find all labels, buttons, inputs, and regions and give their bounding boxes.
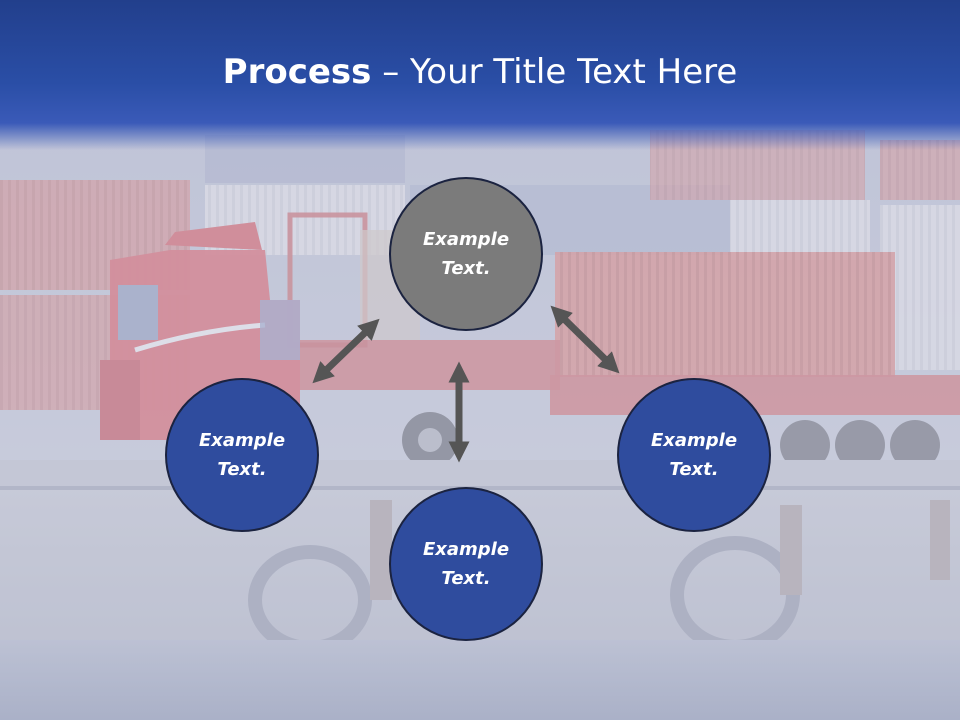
slide-title[interactable]: Process – Your Title Text Here xyxy=(0,52,960,92)
node-top-text: Example Text. xyxy=(422,229,510,279)
title-bar xyxy=(0,0,960,150)
title-bold: Process xyxy=(222,52,372,92)
process-node-top[interactable]: Example Text. xyxy=(389,177,543,331)
process-node-bottom[interactable]: Example Text. xyxy=(389,487,543,641)
title-dash: – xyxy=(371,52,411,92)
process-node-right[interactable]: Example Text. xyxy=(617,378,771,532)
title-rest: Your Title Text Here xyxy=(410,52,738,92)
arrow-top-left xyxy=(312,318,380,384)
node-left-text: Example Text. xyxy=(198,430,286,480)
node-bottom-text: Example Text. xyxy=(422,539,510,589)
node-right-text: Example Text. xyxy=(650,430,738,480)
arrow-top-right xyxy=(550,305,620,374)
process-node-left[interactable]: Example Text. xyxy=(165,378,319,532)
